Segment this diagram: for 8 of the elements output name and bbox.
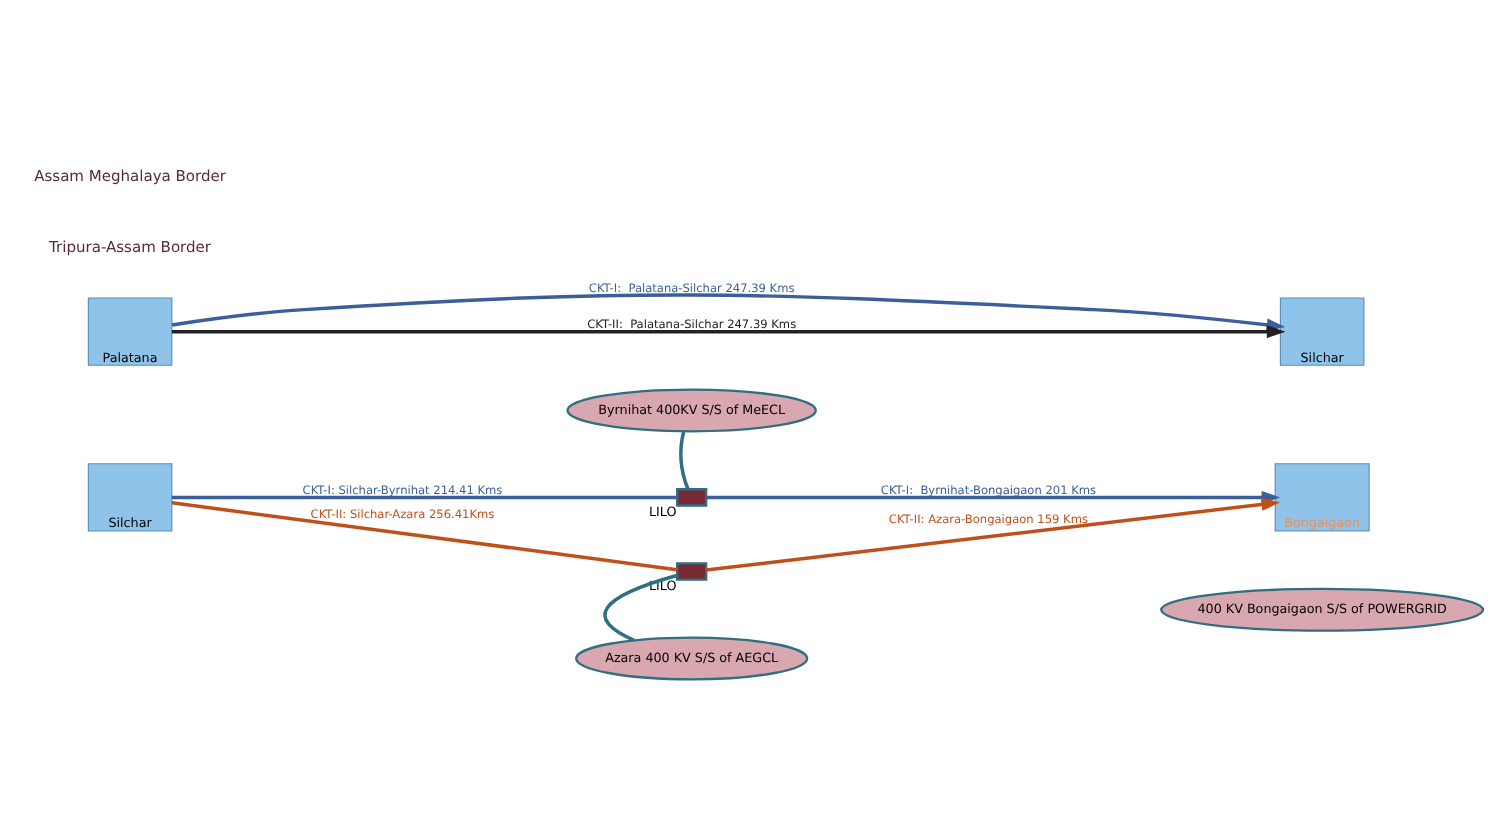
connector <box>171 495 677 500</box>
connector <box>171 501 678 572</box>
arrow <box>171 325 1286 339</box>
connector <box>679 431 690 490</box>
node-box <box>676 562 708 581</box>
node-box <box>676 488 708 507</box>
arrow <box>706 497 1281 572</box>
connector <box>603 573 678 642</box>
